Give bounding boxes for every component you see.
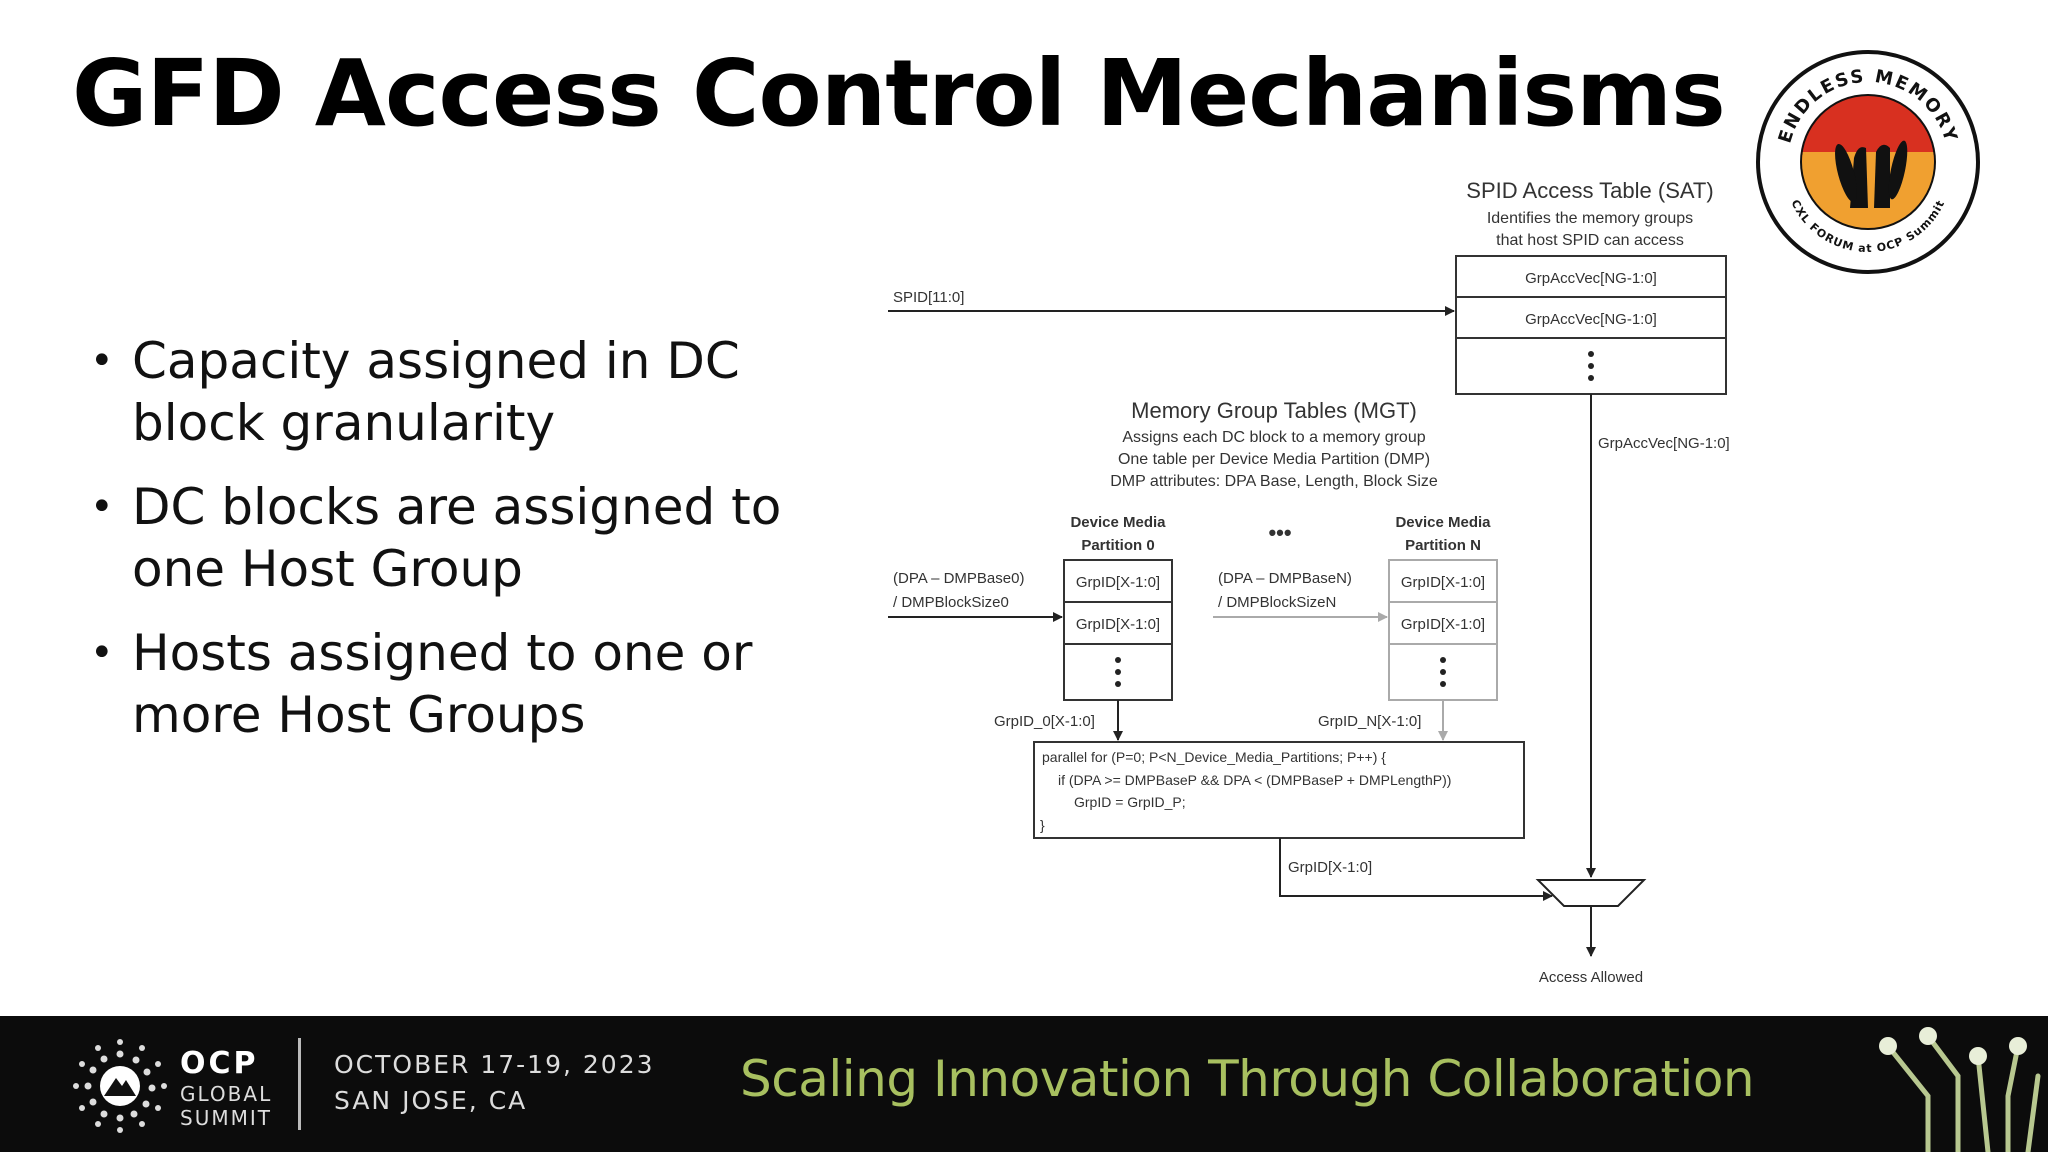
footer-divider (298, 1038, 301, 1130)
dmp0-table: GrpID[X-1:0] GrpID[X-1:0] (1063, 559, 1173, 701)
circuit-decoration-icon (1879, 1027, 2041, 1152)
dpan-label: / DMPBlockSizeN (1218, 594, 1336, 611)
sat-output-label: GrpAccVec[NG-1:0] (1598, 435, 1730, 452)
bullet-item: Capacity assigned in DC block granularit… (90, 330, 810, 454)
mux-shape (1535, 879, 1647, 907)
grpn-output-label: GrpID_N[X-1:0] (1318, 713, 1421, 730)
mgt-desc: Assigns each DC block to a memory group (1122, 429, 1425, 446)
mgt-desc: One table per Device Media Partition (DM… (1118, 451, 1430, 468)
footer-bar: OCP GLOBAL SUMMIT OCTOBER 17-19, 2023 SA… (0, 1016, 2048, 1152)
mgt-title: Memory Group Tables (MGT) (1131, 398, 1417, 423)
sat-desc: Identifies the memory groups (1487, 210, 1693, 227)
bullet-item: Hosts assigned to one or more Host Group… (90, 622, 810, 746)
ocp-burst-icon (73, 1039, 167, 1133)
sat-desc: that host SPID can access (1496, 232, 1684, 249)
dpa0-label: / DMPBlockSize0 (893, 594, 1009, 611)
spid-label: SPID[11:0] (893, 289, 964, 306)
code-line: if (DPA >= DMPBaseP && DPA < (DMPBaseP +… (1058, 772, 1451, 788)
dmpn-row: GrpID[X-1:0] (1401, 616, 1485, 633)
access-control-diagram: SPID Access Table (SAT) Identifies the m… (888, 178, 1730, 986)
dpan-label: (DPA – DMPBaseN) (1218, 570, 1352, 587)
dmp0-row: GrpID[X-1:0] (1076, 616, 1160, 633)
dmpn-row: GrpID[X-1:0] (1401, 574, 1485, 591)
endless-memory-badge-logo: ENDLESS MEMORY CXL FORUM at OCP Summit (1756, 50, 1980, 274)
event-location: SAN JOSE, CA (334, 1086, 528, 1115)
ocp-sub: SUMMIT (180, 1106, 272, 1130)
code-line: } (1040, 817, 1045, 833)
dmpn-title: Device Media (1395, 514, 1491, 531)
grp0-output-label: GrpID_0[X-1:0] (994, 713, 1095, 730)
footer-tagline: Scaling Innovation Through Collaboration (740, 1050, 1755, 1108)
dmp0-title: Device Media (1070, 514, 1166, 531)
partition-ellipsis: ••• (1268, 520, 1291, 545)
event-date: OCTOBER 17-19, 2023 (334, 1050, 655, 1079)
sat-row: GrpAccVec[NG-1:0] (1525, 311, 1657, 328)
grpid-label: GrpID[X-1:0] (1288, 859, 1372, 876)
access-allowed-label: Access Allowed (1539, 969, 1643, 986)
ocp-sub: GLOBAL (180, 1082, 273, 1106)
bullet-list: Capacity assigned in DC block granularit… (90, 330, 810, 768)
sat-row: GrpAccVec[NG-1:0] (1525, 270, 1657, 287)
dpa0-label: (DPA – DMPBase0) (893, 570, 1024, 587)
slide-title: GFD Access Control Mechanisms (72, 40, 1726, 147)
code-line: parallel for (P=0; P<N_Device_Media_Part… (1042, 749, 1386, 765)
dmp0-title: Partition 0 (1081, 537, 1154, 554)
bullet-item: DC blocks are assigned to one Host Group (90, 476, 810, 600)
code-line: GrpID = GrpID_P; (1074, 794, 1186, 810)
mgt-desc: DMP attributes: DPA Base, Length, Block … (1110, 473, 1438, 490)
dmp0-row: GrpID[X-1:0] (1076, 574, 1160, 591)
dmpn-table: GrpID[X-1:0] GrpID[X-1:0] (1388, 559, 1498, 701)
sat-title: SPID Access Table (SAT) (1466, 178, 1713, 203)
ocp-name: OCP (180, 1046, 259, 1081)
dmpn-title: Partition N (1405, 537, 1481, 554)
sat-table: GrpAccVec[NG-1:0] GrpAccVec[NG-1:0] (1455, 255, 1727, 395)
parallel-lookup-box: parallel for (P=0; P<N_Device_Media_Part… (1033, 741, 1525, 839)
